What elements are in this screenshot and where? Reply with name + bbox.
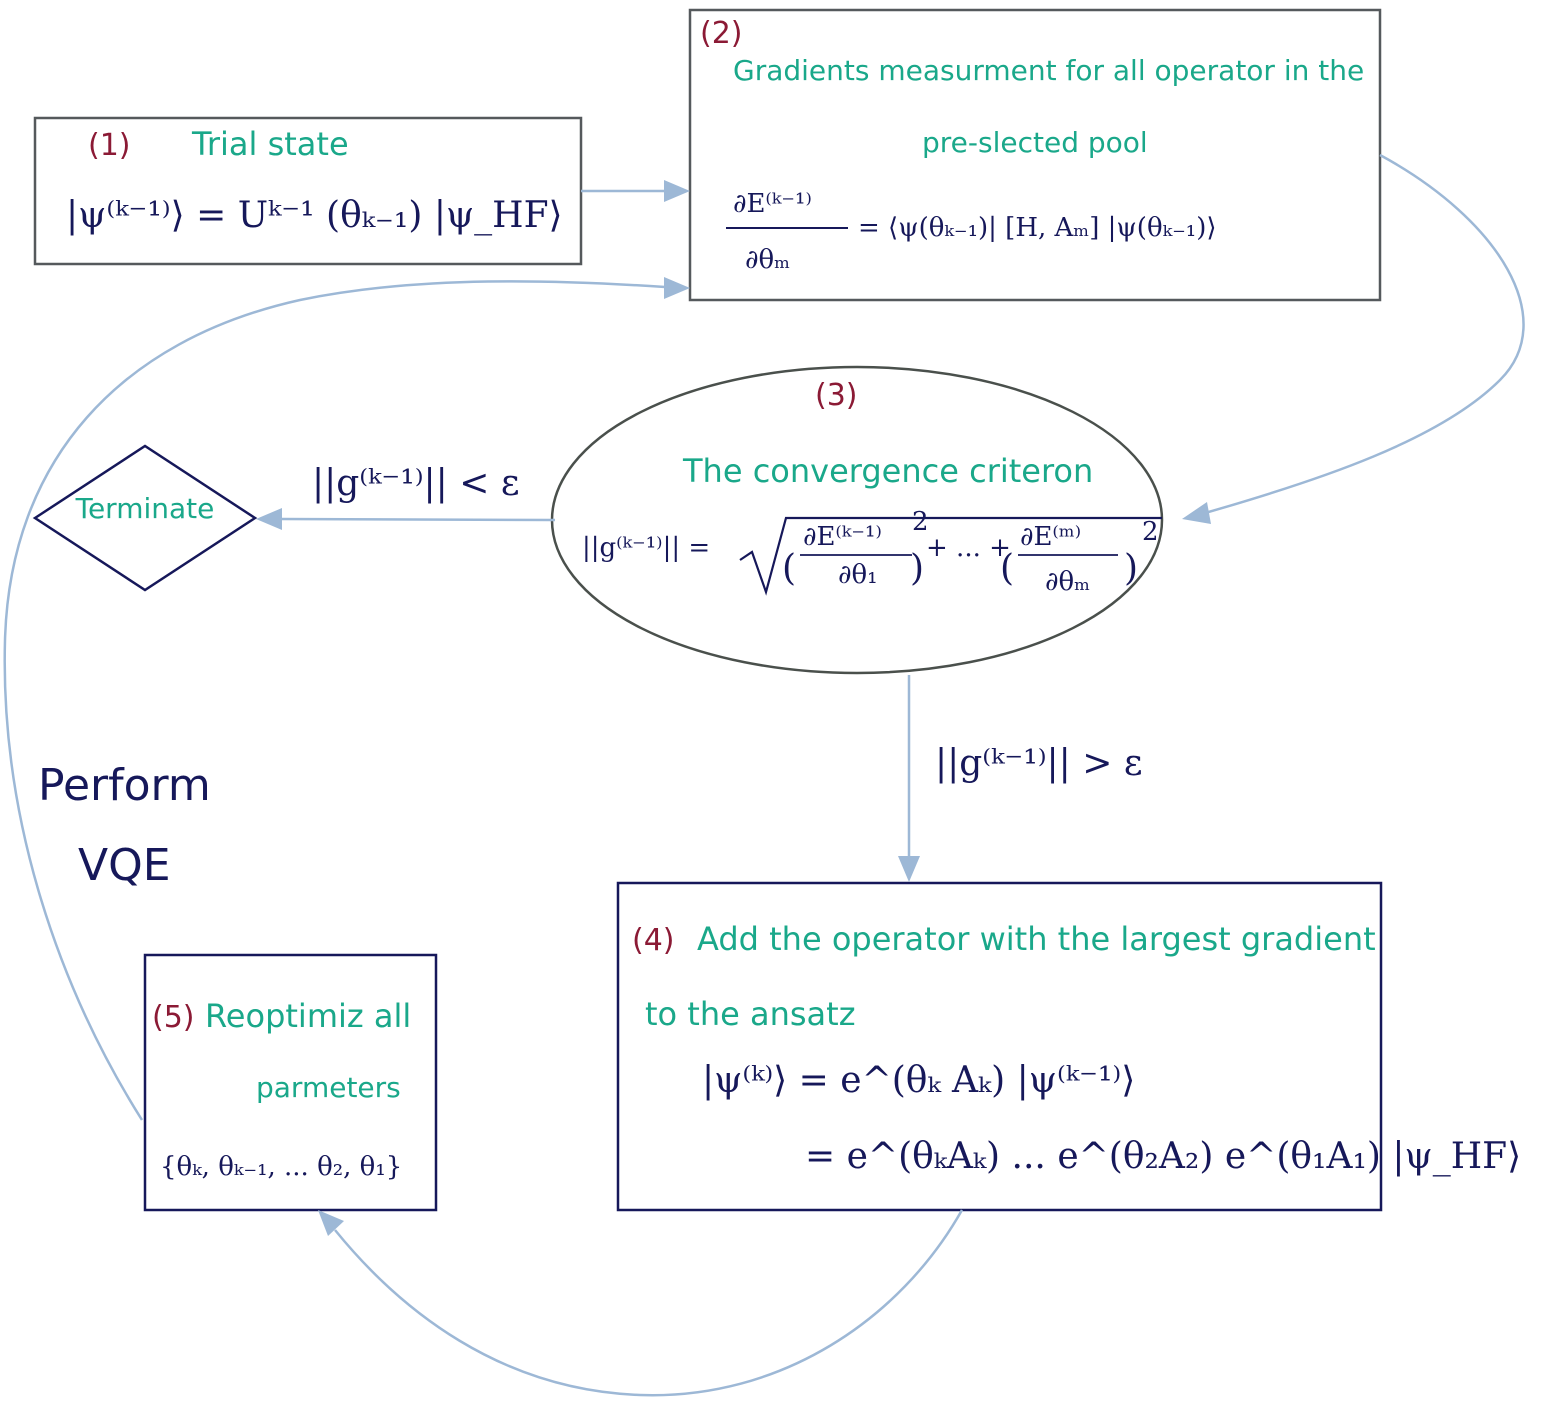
side-label-perform: Perform [38, 760, 211, 811]
step5-title-line2: parmeters [256, 1071, 401, 1104]
step5-node: (5) Reoptimiz all parmeters {θₖ, θₖ₋₁, .… [143, 953, 438, 1212]
arrow-step3-to-terminate-head [256, 508, 282, 530]
step3-formula-lhs: ||g⁽ᵏ⁻¹⁾|| = [582, 533, 710, 563]
step4-box [616, 881, 1383, 1212]
step3-number: (3) [815, 378, 858, 413]
step2-formula-rhs: = ⟨ψ(θₖ₋₁)| [H, Aₘ] |ψ(θₖ₋₁)⟩ [858, 213, 1217, 243]
step4-title-line1: Add the operator with the largest gradie… [697, 920, 1376, 958]
step1-title: Trial state [191, 125, 349, 163]
condition-continue-label: ||g⁽ᵏ⁻¹⁾|| > ε [935, 743, 1143, 784]
step3-square-exponent-1: 2 [912, 507, 929, 537]
arrow-step2-to-step3-head [1182, 502, 1211, 524]
step3-term2-denominator: ∂θₘ [1045, 567, 1090, 597]
step1-number: (1) [88, 128, 131, 163]
step3-middle: + ... + [926, 533, 1011, 563]
step3-paren-open-1: ( [782, 548, 796, 589]
step3-term2-numerator: ∂E⁽ᵐ⁾ [1020, 522, 1081, 552]
step3-paren-close-1: ) [910, 548, 924, 589]
step2-node: (2) Gradients measurment for all operato… [688, 8, 1382, 302]
arrow-step3-to-step4-head [898, 856, 920, 882]
arrow-step5-to-step2 [3, 280, 666, 1121]
step2-formula-denominator: ∂θₘ [745, 245, 790, 275]
arrow-step3-to-terminate [279, 517, 556, 522]
step3-term1-denominator: ∂θ₁ [838, 560, 878, 590]
step3-square-exponent: 2 [1142, 517, 1159, 547]
arrow-step4-to-step5 [334, 1209, 964, 1397]
step3-title: The convergence criteron [682, 452, 1093, 490]
step3-node: (3) The convergence criteron ||g⁽ᵏ⁻¹⁾|| … [550, 365, 1164, 675]
arrow-step2-to-step3 [1204, 153, 1525, 515]
step5-formula: {θₖ, θₖ₋₁, ... θ₂, θ₁} [160, 1152, 402, 1182]
step4-number: (4) [632, 923, 675, 958]
terminate-node: Terminate [32, 444, 258, 592]
side-label-vqe: VQE [78, 840, 171, 891]
arrow-step4-to-step5-head [318, 1210, 344, 1236]
condition-stop-label: ||g⁽ᵏ⁻¹⁾|| < ε [312, 463, 520, 504]
step5-box [143, 953, 438, 1212]
step2-number: (2) [700, 16, 743, 51]
step3-paren-open-2: ( [1000, 548, 1014, 589]
step4-formula-line2: = e^(θₖAₖ) ... e^(θ₂A₂) e^(θ₁A₁) |ψ_HF⟩ [805, 1136, 1521, 1177]
step5-number: (5) [152, 1000, 195, 1035]
step1-node: (1) Trial state |ψ⁽ᵏ⁻¹⁾⟩ = Uᵏ⁻¹ (θₖ₋₁) |… [33, 116, 583, 266]
step5-title-line1: Reoptimiz all [205, 997, 411, 1035]
step4-title-line2: to the ansatz [645, 995, 856, 1033]
step3-sqrt-icon [739, 516, 1162, 596]
arrow-step5-to-step2-head [664, 277, 690, 299]
terminate-diamond [32, 444, 258, 592]
step4-formula-line1: |ψ⁽ᵏ⁾⟩ = e^(θₖ Aₖ) |ψ⁽ᵏ⁻¹⁾⟩ [702, 1060, 1135, 1101]
step3-term1-numerator: ∂E⁽ᵏ⁻¹⁾ [803, 522, 882, 552]
step4-node: (4) Add the operator with the largest gr… [616, 881, 1521, 1212]
step3-paren-close-2: ) [1124, 548, 1138, 589]
terminate-label: Terminate [75, 492, 215, 525]
step2-title-line2: pre-slected pool [922, 126, 1148, 159]
step2-formula-numerator: ∂E⁽ᵏ⁻¹⁾ [733, 189, 812, 219]
step2-title-line1: Gradients measurment for all operator in… [733, 54, 1364, 87]
step1-formula: |ψ⁽ᵏ⁻¹⁾⟩ = Uᵏ⁻¹ (θₖ₋₁) |ψ_HF⟩ [66, 195, 563, 236]
arrow-step1-to-step2-head [664, 180, 690, 202]
